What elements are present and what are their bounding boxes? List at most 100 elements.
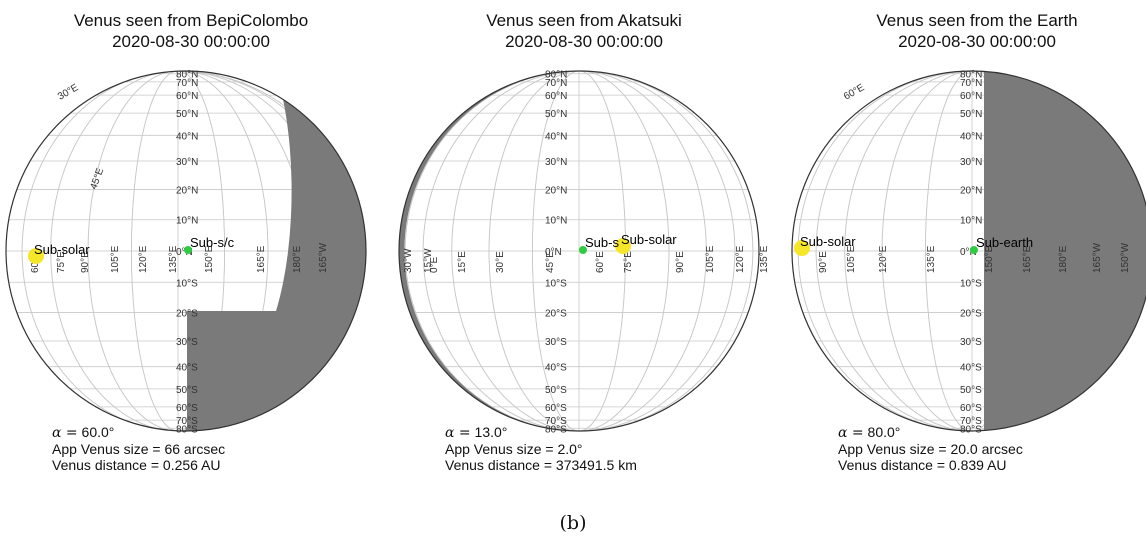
longitude-label: 180°E — [1058, 245, 1069, 273]
venus-distance: Venus distance = 373491.5 km — [445, 457, 637, 473]
sub-observer-label: Sub-s/c — [190, 235, 235, 250]
longitude-label: 165°W — [318, 242, 329, 273]
longitude-label: 15°E — [457, 251, 468, 273]
panel-title: Venus seen from the Earth 2020-08-30 00:… — [786, 10, 1146, 52]
latitude-label: 20°S — [545, 309, 567, 320]
longitude-label: 150°W — [1120, 242, 1131, 273]
apparent-size: App Venus size = 20.0 arcsec — [838, 441, 1023, 457]
phase-angle-row: α = 80.0° — [838, 424, 1023, 441]
venus-distance: Venus distance = 0.839 AU — [838, 457, 1007, 473]
sub-observer-marker — [184, 246, 192, 254]
latitude-label: 30°N — [176, 157, 198, 168]
subsolar-label: Sub-solar — [621, 232, 677, 247]
latitude-label: 80°N — [960, 70, 982, 81]
latitude-label: 20°S — [176, 309, 198, 320]
latitude-label: 30°S — [960, 337, 982, 348]
meridian-line — [131, 71, 225, 431]
latitude-label: 40°S — [176, 363, 198, 374]
latitude-label: 40°N — [960, 131, 982, 142]
longitude-label: 30°E — [495, 251, 506, 273]
latitude-label: 80°N — [545, 70, 567, 81]
latitude-label: 60°N — [960, 91, 982, 102]
latitude-label: 10°S — [176, 278, 198, 289]
longitude-label: 120°E — [138, 245, 149, 273]
alpha-value: 13.0° — [474, 424, 508, 440]
longitude-label: 105°E — [705, 245, 716, 273]
latitude-label: 50°S — [545, 385, 567, 396]
longitude-label: 30°E — [56, 82, 81, 103]
latitude-label: 70°S — [960, 416, 982, 427]
latitude-label: 30°S — [545, 337, 567, 348]
meridian-line — [488, 71, 670, 431]
longitude-label: 60°E — [842, 82, 867, 103]
apparent-size: App Venus size = 2.0° — [445, 441, 583, 457]
longitude-label: 15°W — [423, 248, 434, 273]
longitude-label: 60°E — [595, 251, 606, 273]
latitude-label: 10°S — [545, 278, 567, 289]
sub-observer-marker — [579, 246, 587, 254]
latitude-label: 40°S — [545, 363, 567, 374]
longitude-label: 105°E — [846, 245, 857, 273]
panel-title-main: Venus seen from the Earth — [876, 11, 1078, 30]
longitude-label: 30°W — [403, 248, 414, 273]
latitude-label: 70°N — [545, 78, 567, 89]
latitude-label: 30°N — [545, 157, 567, 168]
panel-datetime: 2020-08-30 00:00:00 — [505, 32, 663, 51]
venus-globe: 80°N70°N60°N50°N40°N30°N20°N10°N0°N10°S2… — [5, 70, 367, 435]
longitude-label: 120°E — [878, 245, 889, 273]
alpha-label: α = — [52, 425, 78, 441]
latitude-label: 60°S — [176, 403, 198, 414]
latitude-label: 50°S — [960, 385, 982, 396]
alpha-label: α = — [838, 425, 864, 441]
latitude-label: 40°N — [176, 131, 198, 142]
latitude-label: 20°S — [960, 309, 982, 320]
latitude-label: 50°N — [545, 109, 567, 120]
meridian-line — [404, 71, 754, 431]
longitude-label: 135°E — [168, 245, 179, 273]
latitude-label: 20°N — [960, 185, 982, 196]
longitude-label: 135°E — [926, 245, 937, 273]
meridian-line — [422, 71, 736, 431]
latitude-label: 70°N — [176, 78, 198, 89]
longitude-label: 75°E — [56, 251, 67, 273]
latitude-label: 10°S — [960, 278, 982, 289]
alpha-value: 60.0° — [81, 424, 115, 440]
longitude-label: 90°E — [80, 251, 91, 273]
latitude-label: 0°N — [545, 247, 562, 258]
limb-outline — [5, 70, 367, 432]
longitude-label: 120°E — [735, 245, 746, 273]
longitude-label: 165°E — [256, 245, 267, 273]
sub-observer-label: Sub-earth — [976, 235, 1033, 250]
latitude-label: 70°S — [545, 416, 567, 427]
latitude-label: 70°S — [176, 416, 198, 427]
apparent-size: App Venus size = 66 arcsec — [52, 441, 226, 457]
longitude-label: 150°E — [204, 245, 215, 273]
longitude-label: 150°E — [984, 245, 995, 273]
longitude-label: 45°E — [545, 251, 556, 273]
latitude-label: 50°S — [176, 385, 198, 396]
longitude-label: 75°E — [623, 251, 634, 273]
limb-outline — [791, 70, 1146, 432]
latitude-label: 70°N — [960, 78, 982, 89]
longitude-label: 165°E — [1022, 245, 1033, 273]
latitude-label: 40°S — [960, 363, 982, 374]
latitude-label: 60°S — [545, 403, 567, 414]
panel-title-main: Venus seen from BepiColombo — [73, 11, 309, 30]
sub-observer-marker — [970, 246, 978, 254]
subsolar-marker — [28, 248, 44, 264]
latitude-label: 80°N — [176, 70, 198, 81]
latitude-label: 60°N — [176, 91, 198, 102]
panel-title: Venus seen from BepiColombo 2020-08-30 0… — [0, 10, 382, 52]
latitude-label: 60°S — [960, 403, 982, 414]
meridian-line — [451, 71, 707, 431]
panel-datetime: 2020-08-30 00:00:00 — [898, 32, 1056, 51]
subsolar-label: Sub-solar — [800, 234, 856, 249]
latitude-label: 10°N — [960, 216, 982, 227]
panel-info: α = 13.0° App Venus size = 2.0° Venus di… — [445, 424, 637, 473]
latitude-label: 80°S — [176, 424, 198, 435]
latitude-label: 80°S — [545, 424, 567, 435]
night-side — [984, 71, 1146, 431]
latitude-label: 30°S — [176, 337, 198, 348]
venus-globe: 80°N70°N60°N50°N40°N30°N20°N10°N0°N10°S2… — [398, 70, 770, 435]
panel-info: α = 60.0° App Venus size = 66 arcsec Ven… — [52, 424, 225, 473]
